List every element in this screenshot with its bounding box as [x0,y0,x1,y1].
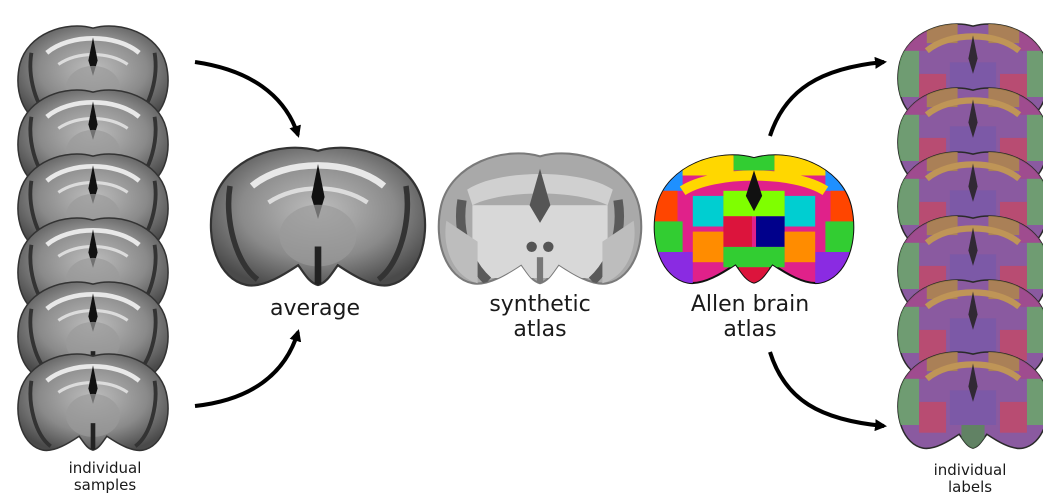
synthetic-atlas-label: synthetic atlas [460,292,620,343]
arrow-samples-to-average-top [195,62,298,135]
synthetic-atlas-label-line2: atlas [460,317,620,342]
individual-samples-label: individual samples [30,460,180,495]
allen-atlas-label-line2: atlas [670,317,830,342]
arrow-allen-to-labels-top [770,62,884,136]
individual-labels-stack [896,20,1043,448]
average-label: average [250,296,380,321]
arrow-allen-to-labels-bottom [770,352,884,426]
allen-atlas-brain [652,150,856,293]
allen-atlas-label-line1: Allen brain [670,292,830,317]
allen-atlas-label: Allen brain atlas [670,292,830,343]
individual-samples-label-line1: individual [30,460,180,477]
individual-labels-label-line1: individual [900,462,1040,479]
arrow-samples-to-average-bottom [195,332,298,406]
average-label-line: average [250,296,380,321]
individual-samples-stack [18,26,168,450]
individual-labels-label-line2: labels [900,479,1040,496]
synthetic-atlas-brain [439,153,641,283]
average-brain [211,148,425,286]
individual-samples-label-line2: samples [30,477,180,494]
individual-labels-label: individual labels [900,462,1040,497]
synthetic-atlas-label-line1: synthetic [460,292,620,317]
